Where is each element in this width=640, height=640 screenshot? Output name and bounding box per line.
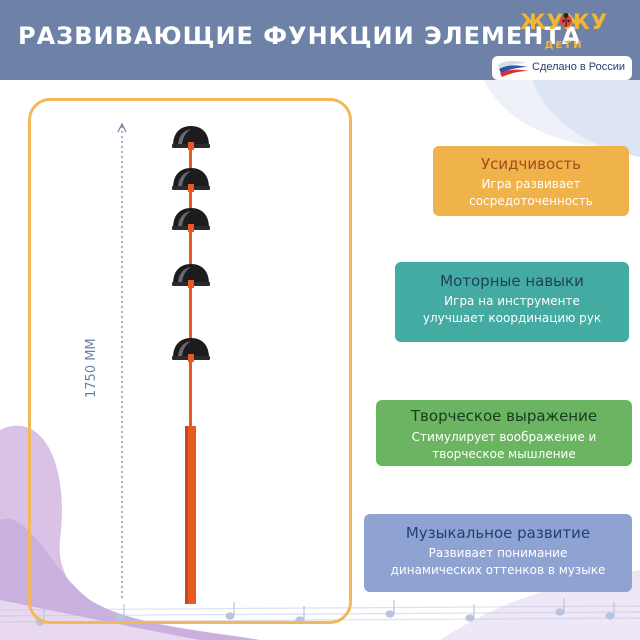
bell-icon <box>172 126 210 150</box>
made-in-russia-text: Сделано в России <box>532 61 626 73</box>
feature-card-motor-skills: Моторные навыки Игра на инструменте улуч… <box>395 262 629 342</box>
feature-title: Творческое выражение <box>410 407 598 425</box>
feature-card-creative-expression: Творческое выражение Стимулирует воображ… <box>376 400 632 466</box>
feature-description-line: динамических оттенков в музыке <box>390 563 606 577</box>
feature-description: Стимулирует воображение и творческое мыш… <box>376 429 632 463</box>
feature-description: Развивает понимание динамических оттенко… <box>364 545 632 579</box>
feature-title: Моторные навыки <box>440 272 584 290</box>
made-in-russia-badge: Сделано в России <box>492 56 632 80</box>
feature-description-line: творческое мышление <box>432 447 576 461</box>
page-title: РАЗВИВАЮЩИЕ ФУНКЦИИ ЭЛЕМЕНТА <box>18 22 582 50</box>
feature-card-musical-development: Музыкальное развитие Развивает понимание… <box>364 514 632 592</box>
bell-icon <box>172 208 210 232</box>
music-notes-decoration <box>0 598 640 626</box>
feature-description-line: Стимулирует воображение и <box>411 430 597 444</box>
feature-description: Игра на инструменте улучшает координацию… <box>395 293 629 327</box>
feature-title: Музыкальное развитие <box>405 524 591 542</box>
header-bar: РАЗВИВАЮЩИЕ ФУНКЦИИ ЭЛЕМЕНТА ЖУЖУ ДЕТИ С… <box>0 0 640 80</box>
decor-blob-top-right <box>480 72 640 157</box>
brand-subtitle: ДЕТИ <box>544 40 584 51</box>
feature-description-line: сосредоточенность <box>469 194 593 208</box>
bell-pole-instrument <box>185 130 196 604</box>
feature-title: Усидчивость <box>481 155 581 173</box>
bell-icon <box>172 338 210 362</box>
feature-description-line: Развивает понимание <box>428 546 568 560</box>
feature-card-perseverance: Усидчивость Игра развивает сосредоточенн… <box>433 146 629 216</box>
height-label: 1750 ММ <box>84 338 99 398</box>
bell-icon <box>172 168 210 192</box>
feature-description-line: Игра развивает <box>481 177 581 191</box>
brand-logo: ЖУЖУ ДЕТИ <box>512 6 616 56</box>
russia-flag-icon <box>498 61 528 77</box>
bell-icon <box>172 264 210 288</box>
product-frame <box>28 98 352 624</box>
feature-description-line: улучшает координацию рук <box>422 311 602 325</box>
feature-description-line: Игра на инструменте <box>444 294 580 308</box>
ladybug-icon <box>560 13 572 27</box>
height-dimension-arrow <box>117 122 127 598</box>
feature-description: Игра развивает сосредоточенность <box>433 176 629 210</box>
